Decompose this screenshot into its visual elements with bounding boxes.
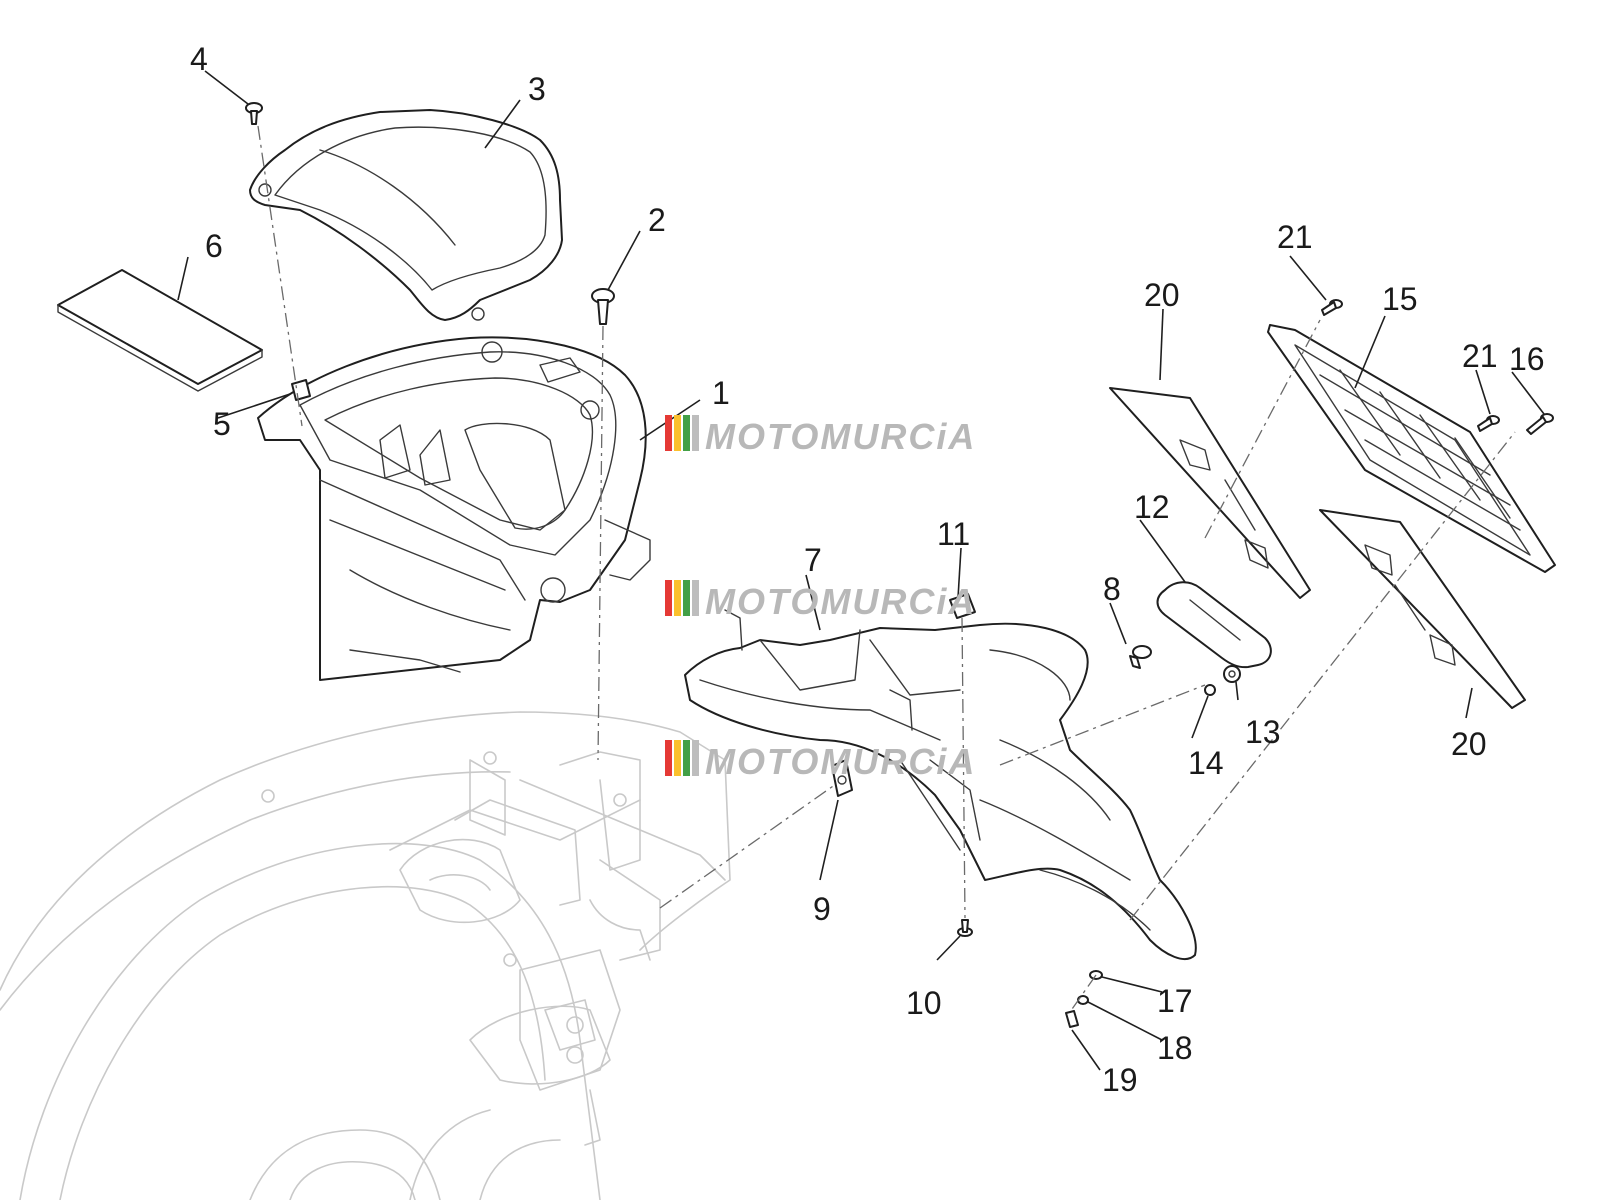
washer-part-14 — [1204, 684, 1216, 696]
callout-18: 18 — [1157, 1030, 1193, 1066]
callout-13: 13 — [1245, 714, 1281, 750]
spacer-part-18 — [1077, 995, 1089, 1005]
pad-part-6 — [57, 269, 263, 392]
clip-part-9 — [831, 759, 853, 797]
reflector-part-12 — [1156, 581, 1272, 669]
callout-2: 2 — [648, 202, 666, 238]
callout-1: 1 — [712, 375, 730, 411]
bolt-part-19 — [1065, 1010, 1079, 1028]
watermark-stripe — [683, 740, 690, 776]
screw-part-2 — [591, 288, 615, 325]
washer-part-13 — [1223, 665, 1241, 683]
watermark-3: MOTOMURCiA — [665, 740, 976, 782]
callout-19: 19 — [1102, 1062, 1138, 1098]
rear-mudguard-part-7 — [684, 609, 1197, 960]
watermark-stripe — [692, 740, 699, 776]
watermark-stripe — [674, 580, 681, 616]
callout-21-upper: 21 — [1277, 219, 1313, 255]
callout-16: 16 — [1509, 341, 1545, 377]
scooter-frame-outline — [0, 711, 731, 1200]
watermark-stripe — [665, 740, 672, 776]
watermark-stripe — [692, 415, 699, 451]
screw-part-10 — [957, 919, 973, 937]
callout-11: 11 — [937, 516, 970, 552]
watermark-1: MOTOMURCiA — [665, 415, 976, 457]
callout-4: 4 — [190, 41, 208, 77]
callout-5: 5 — [213, 406, 231, 442]
callout-12: 12 — [1134, 489, 1170, 525]
bracket-part-20-upper — [1109, 387, 1311, 599]
clip-part-11 — [949, 593, 976, 619]
callout-15: 15 — [1382, 281, 1418, 317]
callout-3: 3 — [528, 71, 546, 107]
bracket-part-20-lower — [1319, 509, 1526, 709]
callout-17: 17 — [1157, 983, 1193, 1019]
watermark-stripe — [674, 415, 681, 451]
screw-part-16 — [1526, 413, 1554, 435]
clip-part-5 — [291, 379, 311, 401]
helmet-compartment-part-1 — [257, 336, 651, 681]
watermark-2: MOTOMURCiA — [665, 580, 976, 622]
plate-holder-part-15 — [1267, 324, 1556, 573]
callout-9: 9 — [813, 891, 831, 927]
callout-6: 6 — [205, 228, 223, 264]
watermark-text: MOTOMURCiA — [705, 741, 976, 782]
assembly-lines — [257, 125, 1516, 1013]
watermark-stripe — [665, 580, 672, 616]
callout-8: 8 — [1103, 571, 1121, 607]
watermark-stripe — [692, 580, 699, 616]
callout-20-lower: 20 — [1451, 726, 1487, 762]
watermark-text: MOTOMURCiA — [705, 416, 976, 457]
callout-14: 14 — [1188, 745, 1224, 781]
callout-21-lower: 21 — [1462, 338, 1498, 374]
watermark-stripe — [665, 415, 672, 451]
compartment-lid-part-3 — [249, 109, 563, 321]
screw-part-21a — [1321, 299, 1343, 316]
callout-10: 10 — [906, 985, 942, 1021]
callout-7: 7 — [804, 542, 822, 578]
callout-20-upper: 20 — [1144, 277, 1180, 313]
screw-part-8 — [1129, 645, 1152, 669]
screw-part-21b — [1477, 415, 1500, 432]
screw-part-4 — [245, 102, 263, 125]
watermark-stripe — [683, 415, 690, 451]
watermark-stripe — [683, 580, 690, 616]
watermark-stripe — [674, 740, 681, 776]
leader-lines — [177, 70, 1545, 1071]
watermark-text: MOTOMURCiA — [705, 581, 976, 622]
callout-labels: 4 3 2 6 5 1 7 11 8 12 13 14 9 10 20 21 1… — [190, 41, 1545, 1098]
